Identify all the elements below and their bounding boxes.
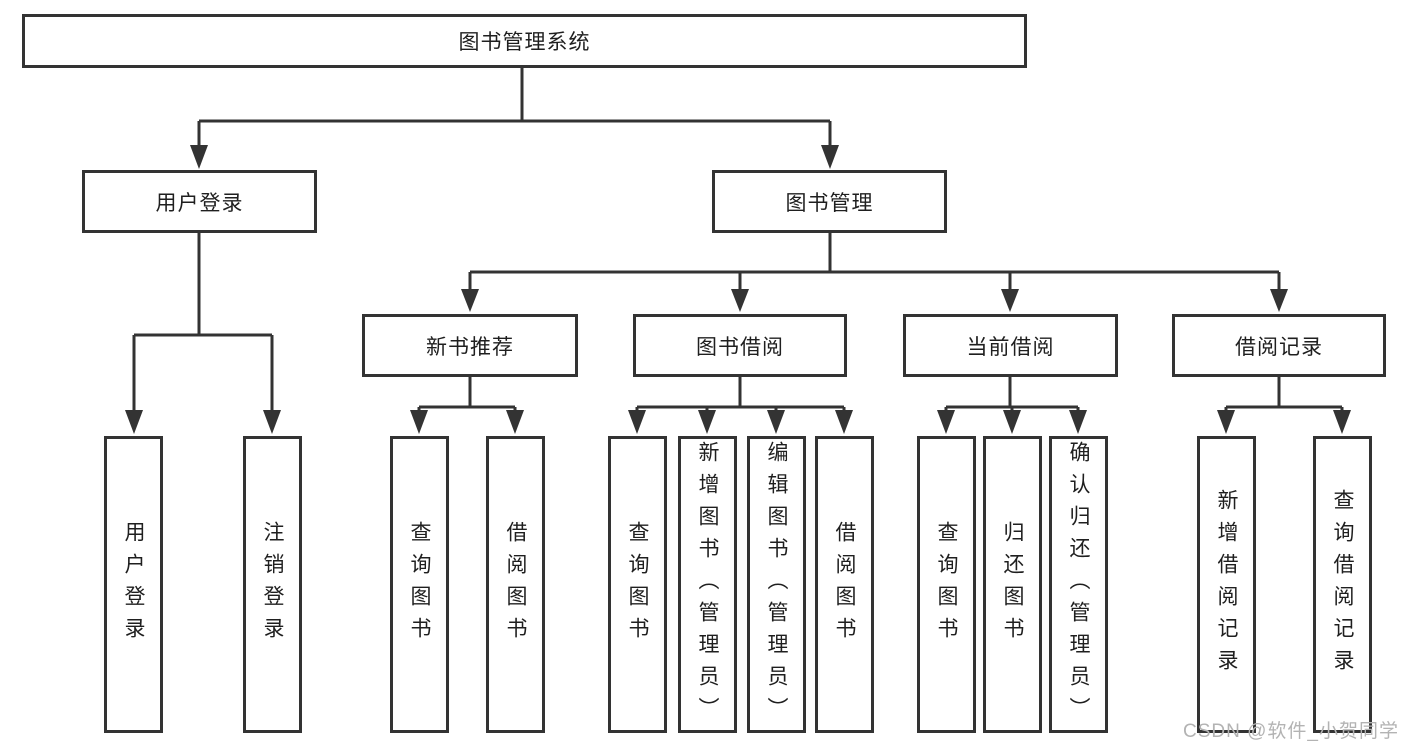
node-new-book-recommend: 新书推荐 xyxy=(362,314,578,377)
arrowheads xyxy=(125,145,1351,434)
node-root-system: 图书管理系统 xyxy=(22,14,1027,68)
node-book-management: 图书管理 xyxy=(712,170,947,233)
leaf-return-books: 归还图书 xyxy=(983,436,1042,733)
leaf-recommend-query-books: 查询图书 xyxy=(390,436,449,733)
leaf-recommend-borrow-books: 借阅图书 xyxy=(486,436,545,733)
node-current-borrow: 当前借阅 xyxy=(903,314,1118,377)
leaf-current-query-books: 查询图书 xyxy=(917,436,976,733)
leaf-confirm-return-admin: 确认归还（管理员） xyxy=(1049,436,1108,733)
leaf-edit-books-admin: 编辑图书（管理员） xyxy=(747,436,806,733)
leaf-borrow-query-books: 查询图书 xyxy=(608,436,667,733)
leaf-logout: 注销登录 xyxy=(243,436,302,733)
leaf-add-borrow-record: 新增借阅记录 xyxy=(1197,436,1256,733)
node-book-borrow: 图书借阅 xyxy=(633,314,847,377)
leaf-query-borrow-record: 查询借阅记录 xyxy=(1313,436,1372,733)
node-borrow-records: 借阅记录 xyxy=(1172,314,1386,377)
leaf-borrow-books: 借阅图书 xyxy=(815,436,874,733)
leaf-user-login: 用户登录 xyxy=(104,436,163,733)
node-user-login-branch: 用户登录 xyxy=(82,170,317,233)
csdn-watermark: CSDN @软件_小贺同学 xyxy=(1183,721,1399,742)
leaf-add-books-admin: 新增图书（管理员） xyxy=(678,436,737,733)
